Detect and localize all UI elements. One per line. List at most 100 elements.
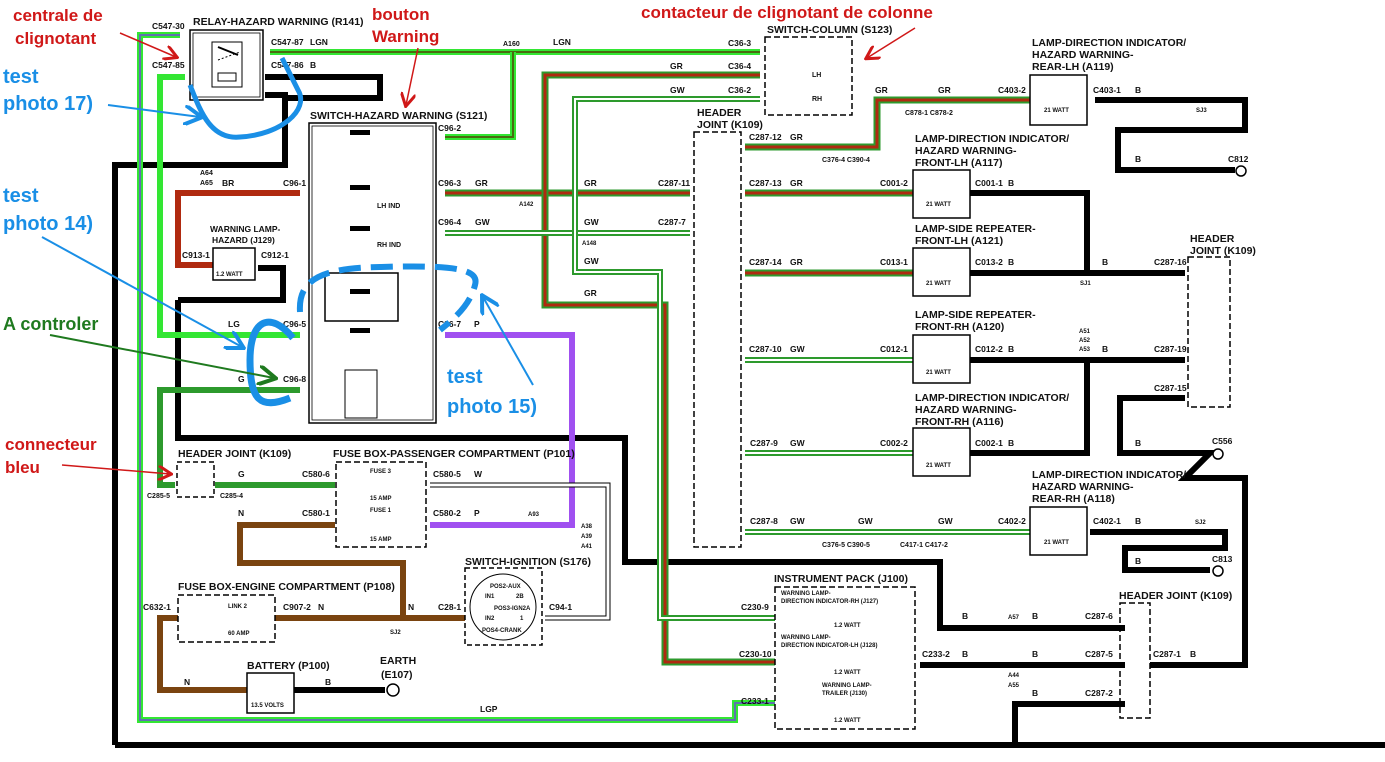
wire-label-b-9: B <box>1135 154 1141 164</box>
ground-c813-label: C813 <box>1212 554 1233 564</box>
wire-label-b-1: B <box>1008 178 1014 188</box>
pin-c547-85: C547-85 <box>152 60 185 70</box>
splice-sj2: SJ2 <box>390 630 401 636</box>
wire-label-lgp: LGP <box>480 704 498 714</box>
wire-label-gw-7: GW <box>858 516 874 526</box>
pin-c287-8: C287-8 <box>750 516 778 526</box>
lamp-a117-rating: 21 WATT <box>926 202 951 208</box>
ground-c556: C556 <box>1212 436 1233 460</box>
wire-label-g-2: G <box>238 469 245 479</box>
lamp-a120-title-1: LAMP-SIDE REPEATER- <box>915 309 1036 321</box>
splice-a41: A41 <box>581 544 593 550</box>
splice-a44: A44 <box>1008 673 1020 679</box>
inline-c417: C417-1 C417-2 <box>900 542 948 549</box>
wire-label-gw-3: GW <box>584 256 600 266</box>
annotation-test17-line1: test <box>3 66 39 88</box>
switch-hazard-warning <box>308 122 437 424</box>
j128-rating: 1.2 WATT <box>834 670 861 676</box>
header-bottom-title: HEADER JOINT (K109) <box>1119 590 1232 602</box>
wire-black-outer <box>112 92 288 745</box>
pin-c907-2: C907-2 <box>283 602 311 612</box>
annotation-centrale-line2: clignotant <box>15 29 97 48</box>
pin-c230-9: C230-9 <box>741 602 769 612</box>
rh-ind-label: RH IND <box>377 242 401 249</box>
wire-n <box>237 522 465 621</box>
ground-c556-label: C556 <box>1212 436 1233 446</box>
instrument-title: INSTRUMENT PACK (J100) <box>774 573 908 585</box>
pin-c285-4: C285-4 <box>220 493 243 500</box>
ground-c812: C812 <box>1228 154 1249 177</box>
lamp-a121: LAMP-SIDE REPEATER- FRONT-LH (A121) C013… <box>880 223 1036 297</box>
wire-label-gr-2: GR <box>584 178 597 188</box>
wire-label-gw-2: GW <box>584 217 600 227</box>
lamp-a117-title-1: LAMP-DIRECTION INDICATOR/ <box>915 133 1069 145</box>
ign-pos4: POS4-CRANK <box>482 628 522 634</box>
header-joint-right <box>1187 256 1231 408</box>
lamp-a120-title-2: FRONT-RH (A120) <box>915 321 1004 333</box>
wire-label-gw-top: GW <box>670 85 686 95</box>
pin-c230-10: C230-10 <box>739 649 772 659</box>
wire-label-b-12: B <box>962 611 968 621</box>
pin-c287-14: C287-14 <box>749 257 782 267</box>
lamp-a116-title-3: FRONT-RH (A116) <box>915 416 1004 428</box>
j128-title-1: WARNING LAMP- <box>781 635 831 641</box>
wire-label-b-relay: B <box>310 60 316 70</box>
warning-lamp-title-2: HAZARD (J129) <box>212 235 275 245</box>
pin-c285-5: C285-5 <box>147 493 170 500</box>
switch-hazard-title: SWITCH-HAZARD WARNING (S121) <box>310 110 487 122</box>
lamp-a119-title-1: LAMP-DIRECTION INDICATOR/ <box>1032 37 1186 49</box>
pin-c287-6: C287-6 <box>1085 611 1113 621</box>
switch-ignition-box <box>464 567 543 646</box>
wire-label-lgn: LGN <box>310 37 328 47</box>
earth-symbol <box>386 683 400 697</box>
pin-c013-1: C013-1 <box>880 257 908 267</box>
header-right-title-1: HEADER <box>1190 233 1235 245</box>
inline-c376-5: C376-5 C390-5 <box>822 542 870 549</box>
splice-sj2-right: SJ2 <box>1195 520 1206 526</box>
ign-pos2: POS2-AUX <box>490 584 521 590</box>
annotation-test17: test photo 17) <box>3 56 304 140</box>
ign-1: 1 <box>520 616 524 622</box>
lamp-a116-rating: 21 WATT <box>926 463 951 469</box>
pin-c36-2: C36-2 <box>728 85 751 95</box>
header-joint-bottom <box>1119 602 1151 719</box>
annotation-centrale-line1: centrale de <box>13 6 103 25</box>
wire-label-lgn-2: LGN <box>553 37 571 47</box>
annotation-bouton: bouton Warning <box>372 5 439 105</box>
annotation-centrale: centrale de clignotant <box>13 6 176 57</box>
annotation-test14-line1: test <box>3 185 39 207</box>
pin-c580-6: C580-6 <box>302 469 330 479</box>
pin-c287-15: C287-15 <box>1154 383 1187 393</box>
pin-c012-1: C012-1 <box>880 344 908 354</box>
splice-a148: A148 <box>582 241 597 247</box>
splice-a65: A65 <box>200 180 213 187</box>
j130-title-2: TRAILER (J130) <box>822 691 867 697</box>
wires <box>112 32 1385 748</box>
warning-lamp-rating: 1.2 WATT <box>216 272 243 278</box>
pin-c012-2: C012-2 <box>975 344 1003 354</box>
pin-c001-2: C001-2 <box>880 178 908 188</box>
wire-label-b-2: B <box>1008 257 1014 267</box>
lamp-a117: LAMP-DIRECTION INDICATOR/ HAZARD WARNING… <box>880 133 1069 219</box>
pin-c547-87: C547-87 <box>271 37 304 47</box>
lamp-a120: LAMP-SIDE REPEATER- FRONT-RH (A120) C012… <box>880 309 1036 384</box>
warning-lamp-box <box>212 247 256 281</box>
lamp-a119-title-2: HAZARD WARNING- <box>1032 49 1134 61</box>
lamp-a121-title-2: FRONT-LH (A121) <box>915 235 1003 247</box>
pin-c632-1: C632-1 <box>143 602 171 612</box>
wire-label-n-2: N <box>318 602 324 612</box>
wire-label-b-16: B <box>1032 688 1038 698</box>
pin-c002-1: C002-1 <box>975 438 1003 448</box>
annotation-bouton-line2: Warning <box>372 27 439 46</box>
wire-label-gr-4: GR <box>790 132 803 142</box>
pin-c287-13: C287-13 <box>749 178 782 188</box>
annotation-connecteur-line2: bleu <box>5 458 40 477</box>
ign-in2: IN2 <box>485 616 495 622</box>
inline-c376-4: C376-4 C390-4 <box>822 157 870 164</box>
lamp-a121-rating: 21 WATT <box>926 281 951 287</box>
instrument-pack-box <box>774 586 916 730</box>
wire-p <box>430 332 575 528</box>
splice-a55: A55 <box>1008 683 1020 689</box>
annotation-connecteur-line1: connecteur <box>5 435 97 454</box>
pin-c287-11: C287-11 <box>658 178 690 188</box>
